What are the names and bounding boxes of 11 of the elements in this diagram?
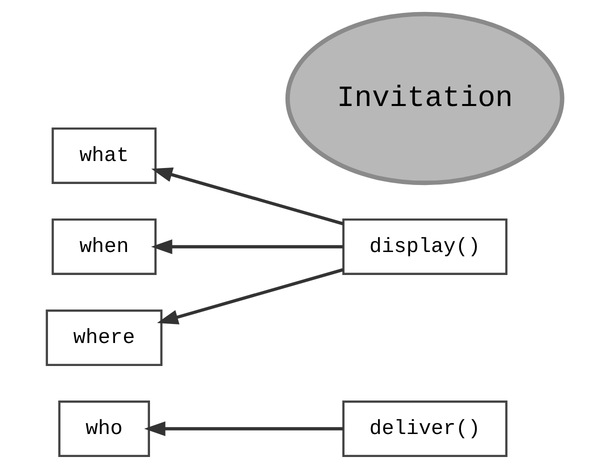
node-box: where — [46, 310, 162, 366]
node-ellipse: Invitation — [285, 12, 564, 186]
arrow — [157, 268, 344, 324]
arrow — [144, 421, 344, 436]
node-box: what — [52, 127, 157, 184]
node-box: who — [58, 400, 150, 458]
node-box: display() — [342, 218, 508, 275]
node-box: when — [52, 218, 157, 275]
node-box: deliver() — [342, 400, 508, 458]
arrow — [151, 239, 344, 254]
arrow — [151, 168, 344, 226]
